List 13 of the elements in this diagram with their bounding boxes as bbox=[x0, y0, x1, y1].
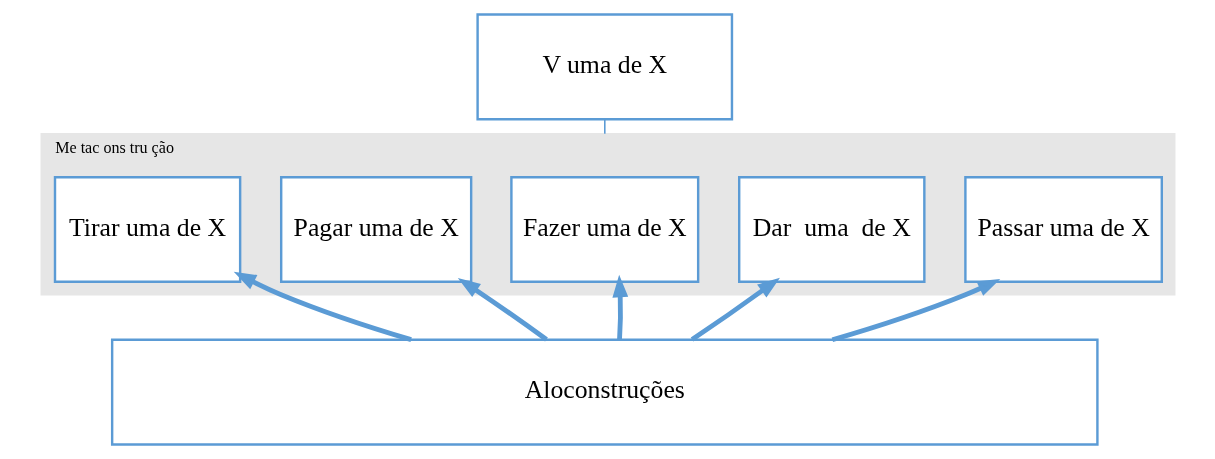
arrow bbox=[457, 277, 548, 342]
node-box: Aloconstruções bbox=[110, 338, 1099, 446]
node-box: Dar uma de X bbox=[737, 175, 926, 284]
connector bbox=[603, 118, 606, 135]
node-box: Fazer uma de X bbox=[509, 175, 699, 284]
node-box: Tirar uma de X bbox=[53, 175, 241, 284]
arrow bbox=[233, 271, 412, 342]
arrow bbox=[611, 274, 628, 340]
arrow bbox=[690, 277, 780, 342]
node-box: Passar uma de X bbox=[963, 175, 1163, 284]
node-box: Pagar uma de X bbox=[279, 175, 472, 284]
arrow bbox=[831, 279, 1000, 343]
node-box: V uma de X bbox=[475, 13, 733, 121]
